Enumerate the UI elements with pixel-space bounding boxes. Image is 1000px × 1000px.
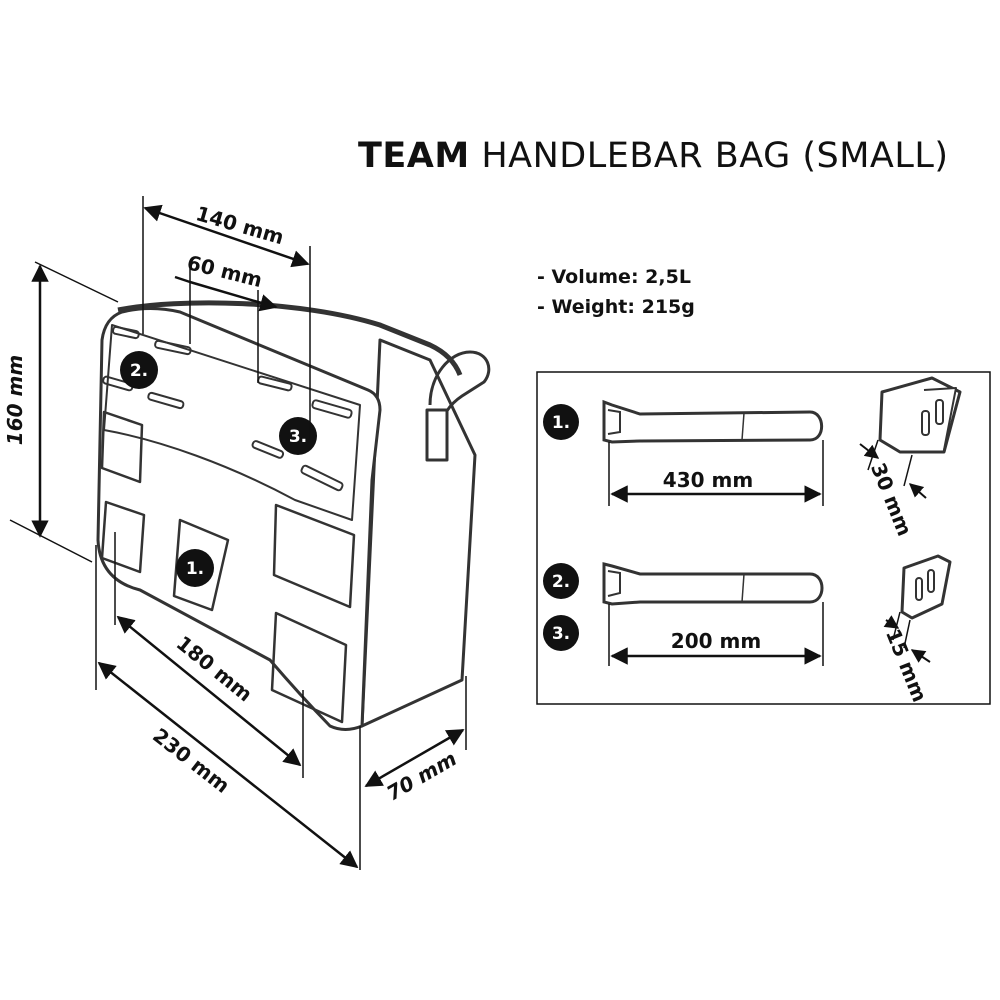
page-title: TEAM HANDLEBAR BAG (SMALL) <box>358 136 978 176</box>
spec-weight: - Weight: 215g <box>537 296 695 318</box>
spec-volume: - Volume: 2,5L <box>537 266 691 288</box>
top-width-label: 140 mm <box>193 201 287 249</box>
bag-strap-buckle <box>425 408 449 462</box>
spec-list: - Volume: 2,5L - Weight: 215g <box>537 266 695 326</box>
strap1-length-label: 430 mm <box>663 468 753 492</box>
bag-strap <box>428 350 491 431</box>
marker-3-strap: 3. <box>543 615 579 651</box>
marker-1-strap: 1. <box>543 404 579 440</box>
top-spacing-label: 60 mm <box>185 250 265 292</box>
strap23-length-label: 200 mm <box>671 629 761 653</box>
marker-1-bag: 1. <box>176 549 214 587</box>
spacer-23 <box>900 554 952 620</box>
dimension-lines <box>9 196 467 870</box>
marker-2-strap: 2. <box>543 563 579 599</box>
spacer1-thickness-label: 30 mm <box>866 459 917 539</box>
bag-lid-panel <box>103 324 361 521</box>
title-product: HANDLEBAR BAG (SMALL) <box>481 136 949 176</box>
height-label: 160 mm <box>3 355 27 445</box>
svg-text:2.: 2. <box>552 572 570 592</box>
svg-text:1.: 1. <box>552 413 570 433</box>
bag-lid-top-edge <box>117 300 463 376</box>
top-width-arrow <box>143 204 310 268</box>
svg-text:3.: 3. <box>289 427 307 447</box>
slot-spacing-line <box>174 275 191 284</box>
spacer-1 <box>878 376 962 454</box>
depth-arrow <box>364 728 465 788</box>
svg-text:3.: 3. <box>552 624 570 644</box>
strap-23 <box>602 562 824 606</box>
marker-3-bag: 3. <box>279 417 317 455</box>
svg-text:2.: 2. <box>130 361 148 381</box>
bottom-outer-arrow <box>97 661 359 869</box>
strap-1 <box>602 399 824 444</box>
strap-box <box>536 371 991 705</box>
marker-2-bag: 2. <box>120 351 158 389</box>
spacer23-thickness-label: 15 mm <box>881 625 932 705</box>
svg-text:1.: 1. <box>186 559 204 579</box>
title-brand: TEAM <box>358 136 470 176</box>
